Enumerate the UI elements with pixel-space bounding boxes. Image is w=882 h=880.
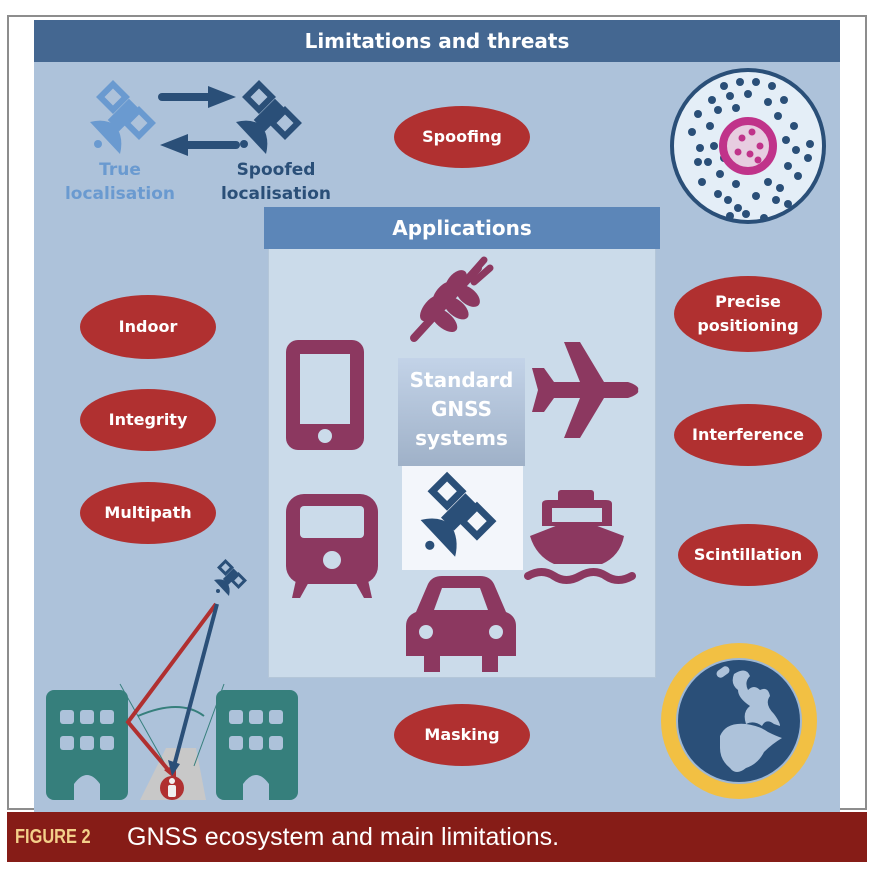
- scintillation-dot: [744, 90, 752, 98]
- threat-precise-positioning: Precise positioning: [674, 276, 822, 352]
- true-localisation-label: True localisation: [62, 158, 178, 206]
- globe-icon: [661, 643, 817, 799]
- scintillation-dot: [760, 214, 768, 222]
- threat-integrity: Integrity: [80, 389, 216, 451]
- scintillation-dot: [764, 178, 772, 186]
- threat-label: Integrity: [108, 410, 188, 429]
- building-left-icon: [46, 690, 128, 800]
- scintillation-dot: [716, 170, 724, 178]
- scintillation-dot: [694, 158, 702, 166]
- airplane-icon: [532, 342, 639, 438]
- scintillation-dot: [734, 204, 742, 212]
- scintillation-dot: [784, 162, 792, 170]
- scintillation-dot: [726, 212, 734, 220]
- scintillation-dot: [736, 78, 744, 86]
- multipath-satellite-icon: [214, 559, 247, 596]
- spoofed-localisation-label: Spoofed localisation: [214, 158, 338, 206]
- threat-scintillation: Scintillation: [678, 524, 818, 586]
- scintillation-dot: [704, 158, 712, 166]
- scintillation-dot: [720, 82, 728, 90]
- threat-label: Masking: [424, 725, 500, 744]
- figure-number: FIGURE 2: [15, 825, 91, 848]
- multipath-illustration: [46, 559, 298, 800]
- caption-text: GNSS ecosystem and main limitations.: [127, 822, 560, 851]
- threat-label: Precise positioning: [697, 292, 799, 335]
- scintillation-dot: [752, 192, 760, 200]
- threat-label: Interference: [691, 425, 804, 444]
- scintillation-dot: [688, 128, 696, 136]
- figure-caption: FIGURE 2 GNSS ecosystem and main limitat…: [7, 812, 867, 862]
- spoofed-label-line1: Spoofed: [236, 160, 316, 180]
- scintillation-dot: [714, 106, 722, 114]
- scintillation-dot: [714, 190, 722, 198]
- ionosphere-scintillation-icon: [670, 68, 826, 224]
- ship-icon: [524, 490, 636, 584]
- scintillation-dot: [732, 104, 740, 112]
- limitations-header: Limitations and threats: [34, 20, 840, 62]
- scintillation-dot: [772, 196, 780, 204]
- gnss-satellite-icon: [420, 471, 497, 557]
- threat-masking: Masking: [394, 704, 530, 766]
- threat-label: Multipath: [104, 503, 192, 522]
- core-label-line3: systems: [415, 426, 508, 450]
- threat-label: Spoofing: [422, 127, 502, 146]
- true-label-line1: True: [99, 160, 141, 180]
- scintillation-dot: [708, 96, 716, 104]
- scintillation-dot: [694, 110, 702, 118]
- spoofed-satellite-icon: [236, 80, 302, 154]
- scintillation-dot: [780, 96, 788, 104]
- scintillation-dot: [806, 140, 814, 148]
- threat-spoofing: Spoofing: [394, 106, 530, 168]
- scintillation-dot: [706, 122, 714, 130]
- scintillation-dot: [764, 98, 772, 106]
- scintillation-dot: [726, 92, 734, 100]
- train-icon: [286, 494, 378, 598]
- scintillation-dot: [732, 180, 740, 188]
- scintillation-dot: [774, 112, 782, 120]
- true-label-line2: localisation: [64, 184, 176, 204]
- core-label-line2: GNSS: [430, 397, 493, 421]
- car-icon: [406, 576, 516, 672]
- scintillation-dot: [742, 210, 750, 218]
- threat-interference: Interference: [674, 404, 822, 466]
- scintillation-dot: [776, 184, 784, 192]
- scintillation-dot: [782, 136, 790, 144]
- scintillation-dot: [794, 172, 802, 180]
- scintillation-dot: [768, 82, 776, 90]
- threat-multipath: Multipath: [80, 482, 216, 544]
- applications-title: Applications: [392, 216, 532, 240]
- scintillation-dot: [698, 178, 706, 186]
- building-right-icon: [216, 690, 298, 800]
- standard-gnss-box: Standard GNSS systems: [398, 358, 525, 466]
- core-label-line1: Standard: [409, 368, 514, 392]
- scintillation-dot: [724, 196, 732, 204]
- threat-indoor: Indoor: [80, 295, 216, 359]
- scintillation-dot: [752, 78, 760, 86]
- limitations-title: Limitations and threats: [304, 29, 570, 53]
- scintillation-dot: [784, 200, 792, 208]
- scintillation-dot: [790, 122, 798, 130]
- true-satellite-icon: [90, 80, 156, 154]
- scintillation-dot: [804, 154, 812, 162]
- threat-label: Indoor: [118, 317, 178, 336]
- arrow-right-icon: [158, 86, 236, 108]
- smartphone-icon: [286, 340, 364, 450]
- threat-label: Scintillation: [693, 545, 803, 564]
- scintillation-dot: [696, 144, 704, 152]
- applications-header: Applications: [264, 207, 660, 249]
- arrow-left-icon: [160, 134, 240, 156]
- spoofed-label-line2: localisation: [220, 184, 332, 204]
- scintillation-dot: [792, 146, 800, 154]
- scintillation-dot: [710, 142, 718, 150]
- wheat-icon: [410, 256, 494, 342]
